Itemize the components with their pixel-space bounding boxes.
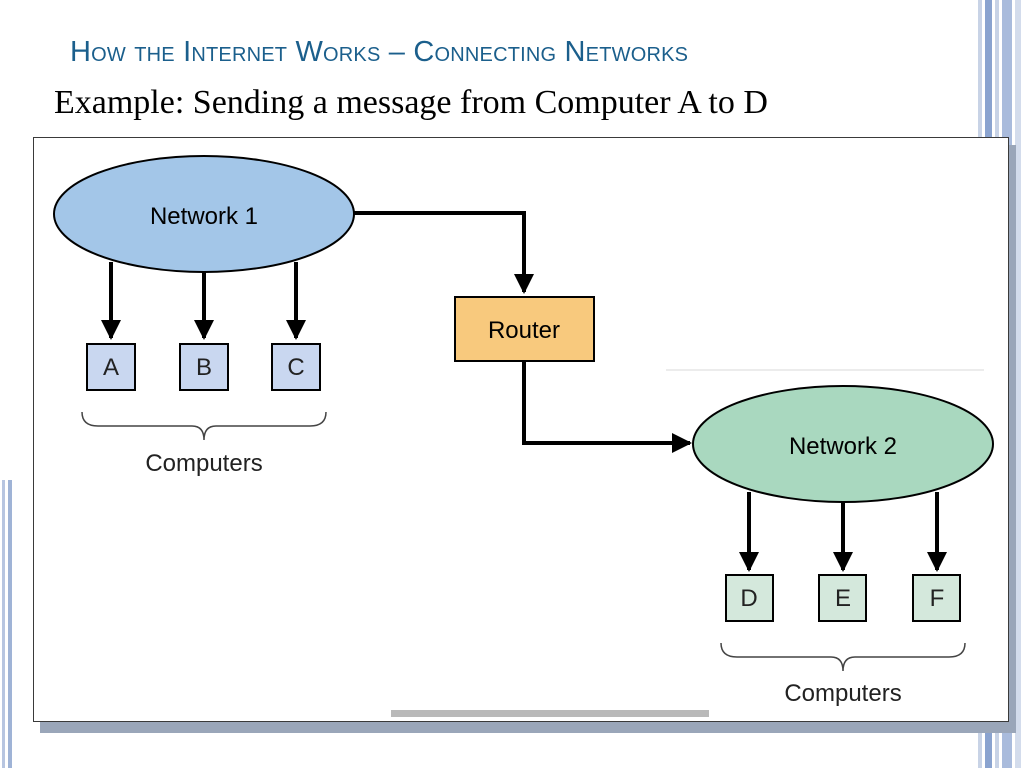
slide-subtitle: Example: Sending a message from Computer… bbox=[54, 84, 768, 121]
computer-e-label: E bbox=[835, 585, 851, 612]
network1-label: Network 1 bbox=[150, 203, 258, 230]
computers-group-2: D E F bbox=[725, 574, 961, 622]
computer-a-box bbox=[86, 343, 136, 391]
computers-2-caption: Computers bbox=[784, 680, 901, 707]
computer-a-label: A bbox=[103, 354, 119, 381]
computer-c-box bbox=[271, 343, 321, 391]
computers-group-1: A B C bbox=[86, 343, 321, 391]
computer-b-label: B bbox=[196, 354, 212, 381]
network1-ellipse bbox=[53, 155, 355, 273]
slide-title: How the Internet Works – Connecting Netw… bbox=[70, 36, 689, 68]
router-label: Router bbox=[488, 317, 560, 344]
left-decorative-stripes bbox=[0, 480, 20, 768]
network1-to-router-connector bbox=[354, 211, 534, 294]
router-to-network2-connector bbox=[522, 362, 692, 453]
scroll-remnant-bar bbox=[391, 710, 709, 717]
computer-d-box bbox=[725, 574, 774, 622]
network2-label: Network 2 bbox=[789, 433, 897, 460]
computer-b-box bbox=[179, 343, 229, 391]
computers-1-brace bbox=[81, 411, 327, 441]
computers-1-caption: Computers bbox=[145, 450, 262, 477]
network2-ellipse bbox=[692, 385, 994, 503]
computer-c-label: C bbox=[287, 354, 304, 381]
router-box bbox=[454, 296, 595, 362]
computer-f-label: F bbox=[930, 585, 945, 612]
computer-e-box bbox=[818, 574, 867, 622]
computer-f-box bbox=[912, 574, 961, 622]
computer-d-label: D bbox=[740, 585, 757, 612]
computers-2-brace bbox=[720, 642, 966, 672]
